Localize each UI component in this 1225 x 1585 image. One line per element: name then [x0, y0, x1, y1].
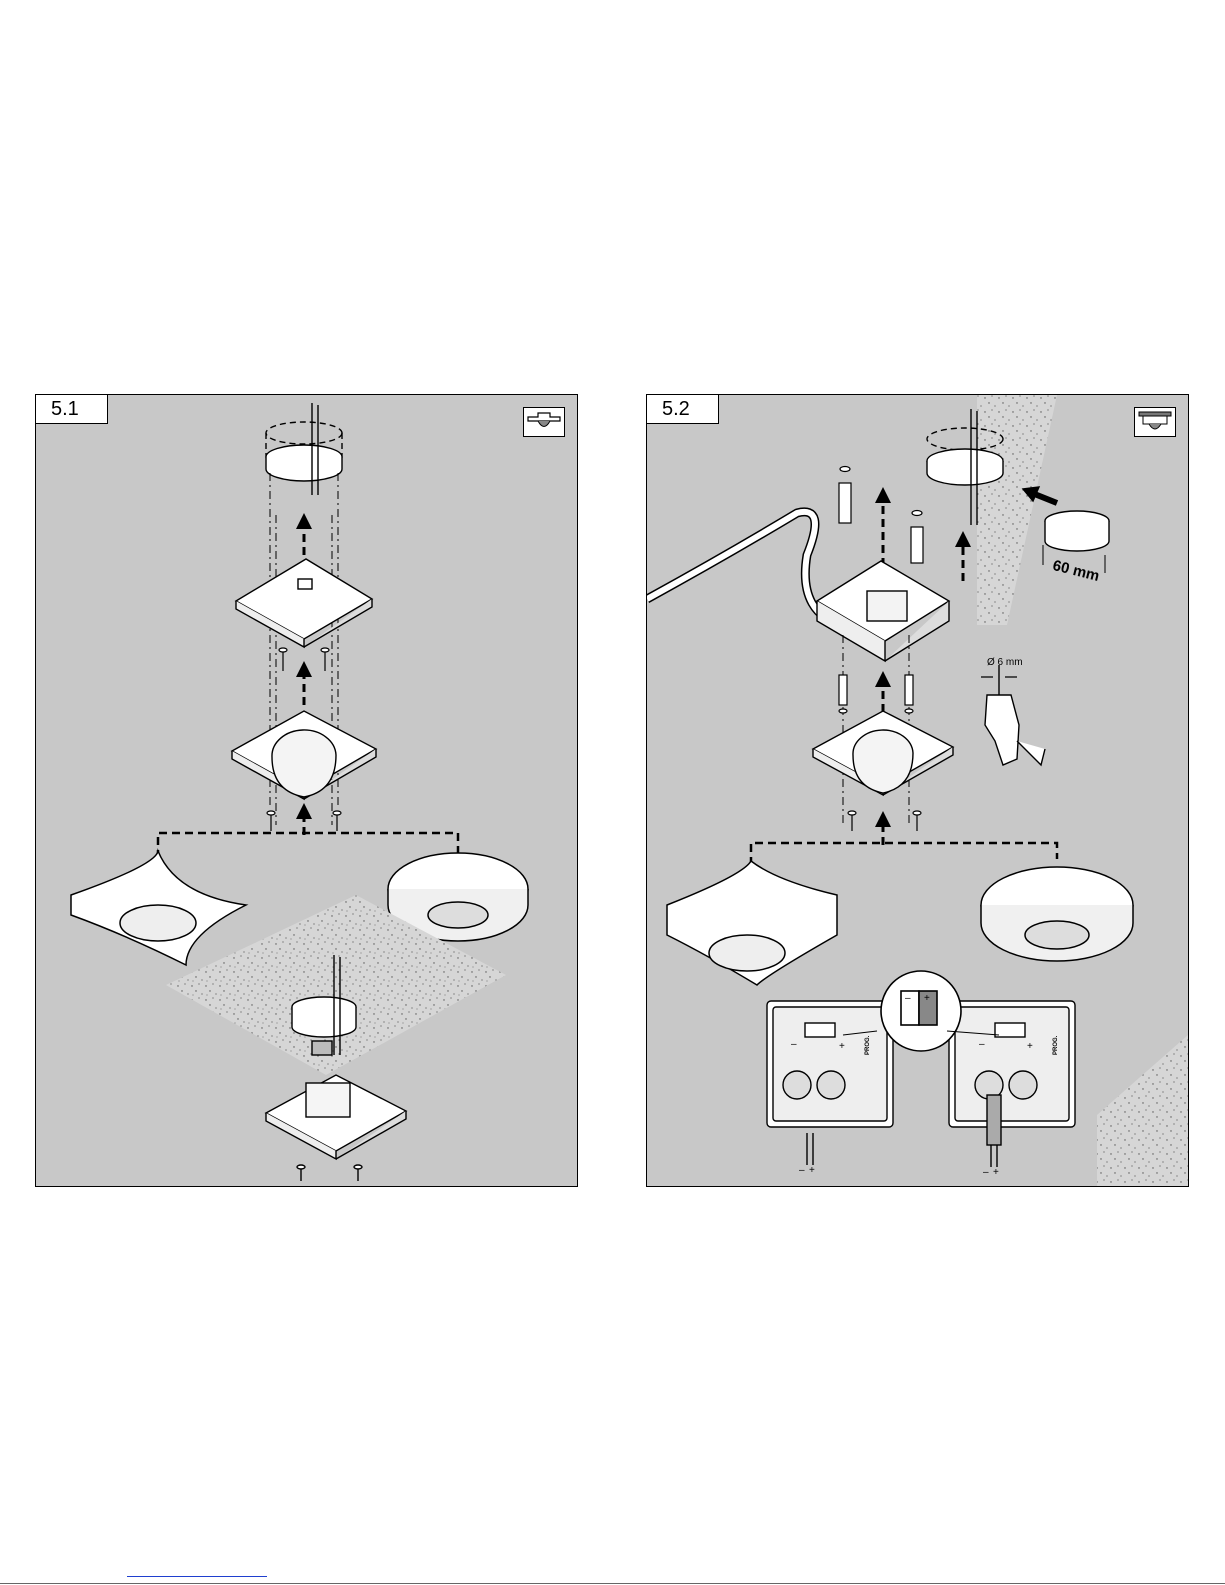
sensor-module: [813, 711, 953, 795]
drill-diameter-dimension: Ø 6 mm: [987, 657, 1023, 668]
cable-plus-right: +: [993, 1167, 999, 1178]
panel-5-1: 5.1: [35, 394, 578, 1187]
footer-link-underline[interactable]: [127, 1576, 267, 1577]
drill-icon: [981, 665, 1045, 765]
square-cover: [71, 851, 246, 965]
terminal-diagram-left: [767, 1001, 893, 1165]
page-bottom-rule: [0, 1583, 1225, 1584]
terminal-minus-right: –: [979, 1039, 985, 1050]
terminal-plus-right: +: [1027, 1041, 1033, 1052]
installation-drawing-5-1: [36, 395, 577, 1186]
polarity-minus: –: [905, 993, 911, 1004]
panel-5-2: 5.2: [646, 394, 1189, 1187]
terminal-minus-left: –: [791, 1039, 797, 1050]
terminal-diagram-right: [949, 1001, 1075, 1167]
flush-mount-box: [266, 403, 342, 495]
cable-minus-right: –: [983, 1167, 989, 1178]
surface-mount-box: [817, 561, 949, 661]
cable-plus-left: +: [809, 1165, 815, 1176]
installation-drawing-5-2: [647, 395, 1188, 1186]
terminal-plus-left: +: [839, 1041, 845, 1052]
cable-minus-left: –: [799, 1165, 805, 1176]
mounting-plate: [236, 559, 372, 647]
prog-label-right: PROG.: [1053, 1036, 1059, 1055]
sensor-module: [232, 711, 376, 799]
square-cover: [667, 861, 837, 985]
base-plate: [266, 1075, 406, 1181]
polarity-plus: +: [924, 993, 930, 1004]
prog-label-left: PROG.: [865, 1036, 871, 1055]
round-cover: [981, 867, 1133, 961]
